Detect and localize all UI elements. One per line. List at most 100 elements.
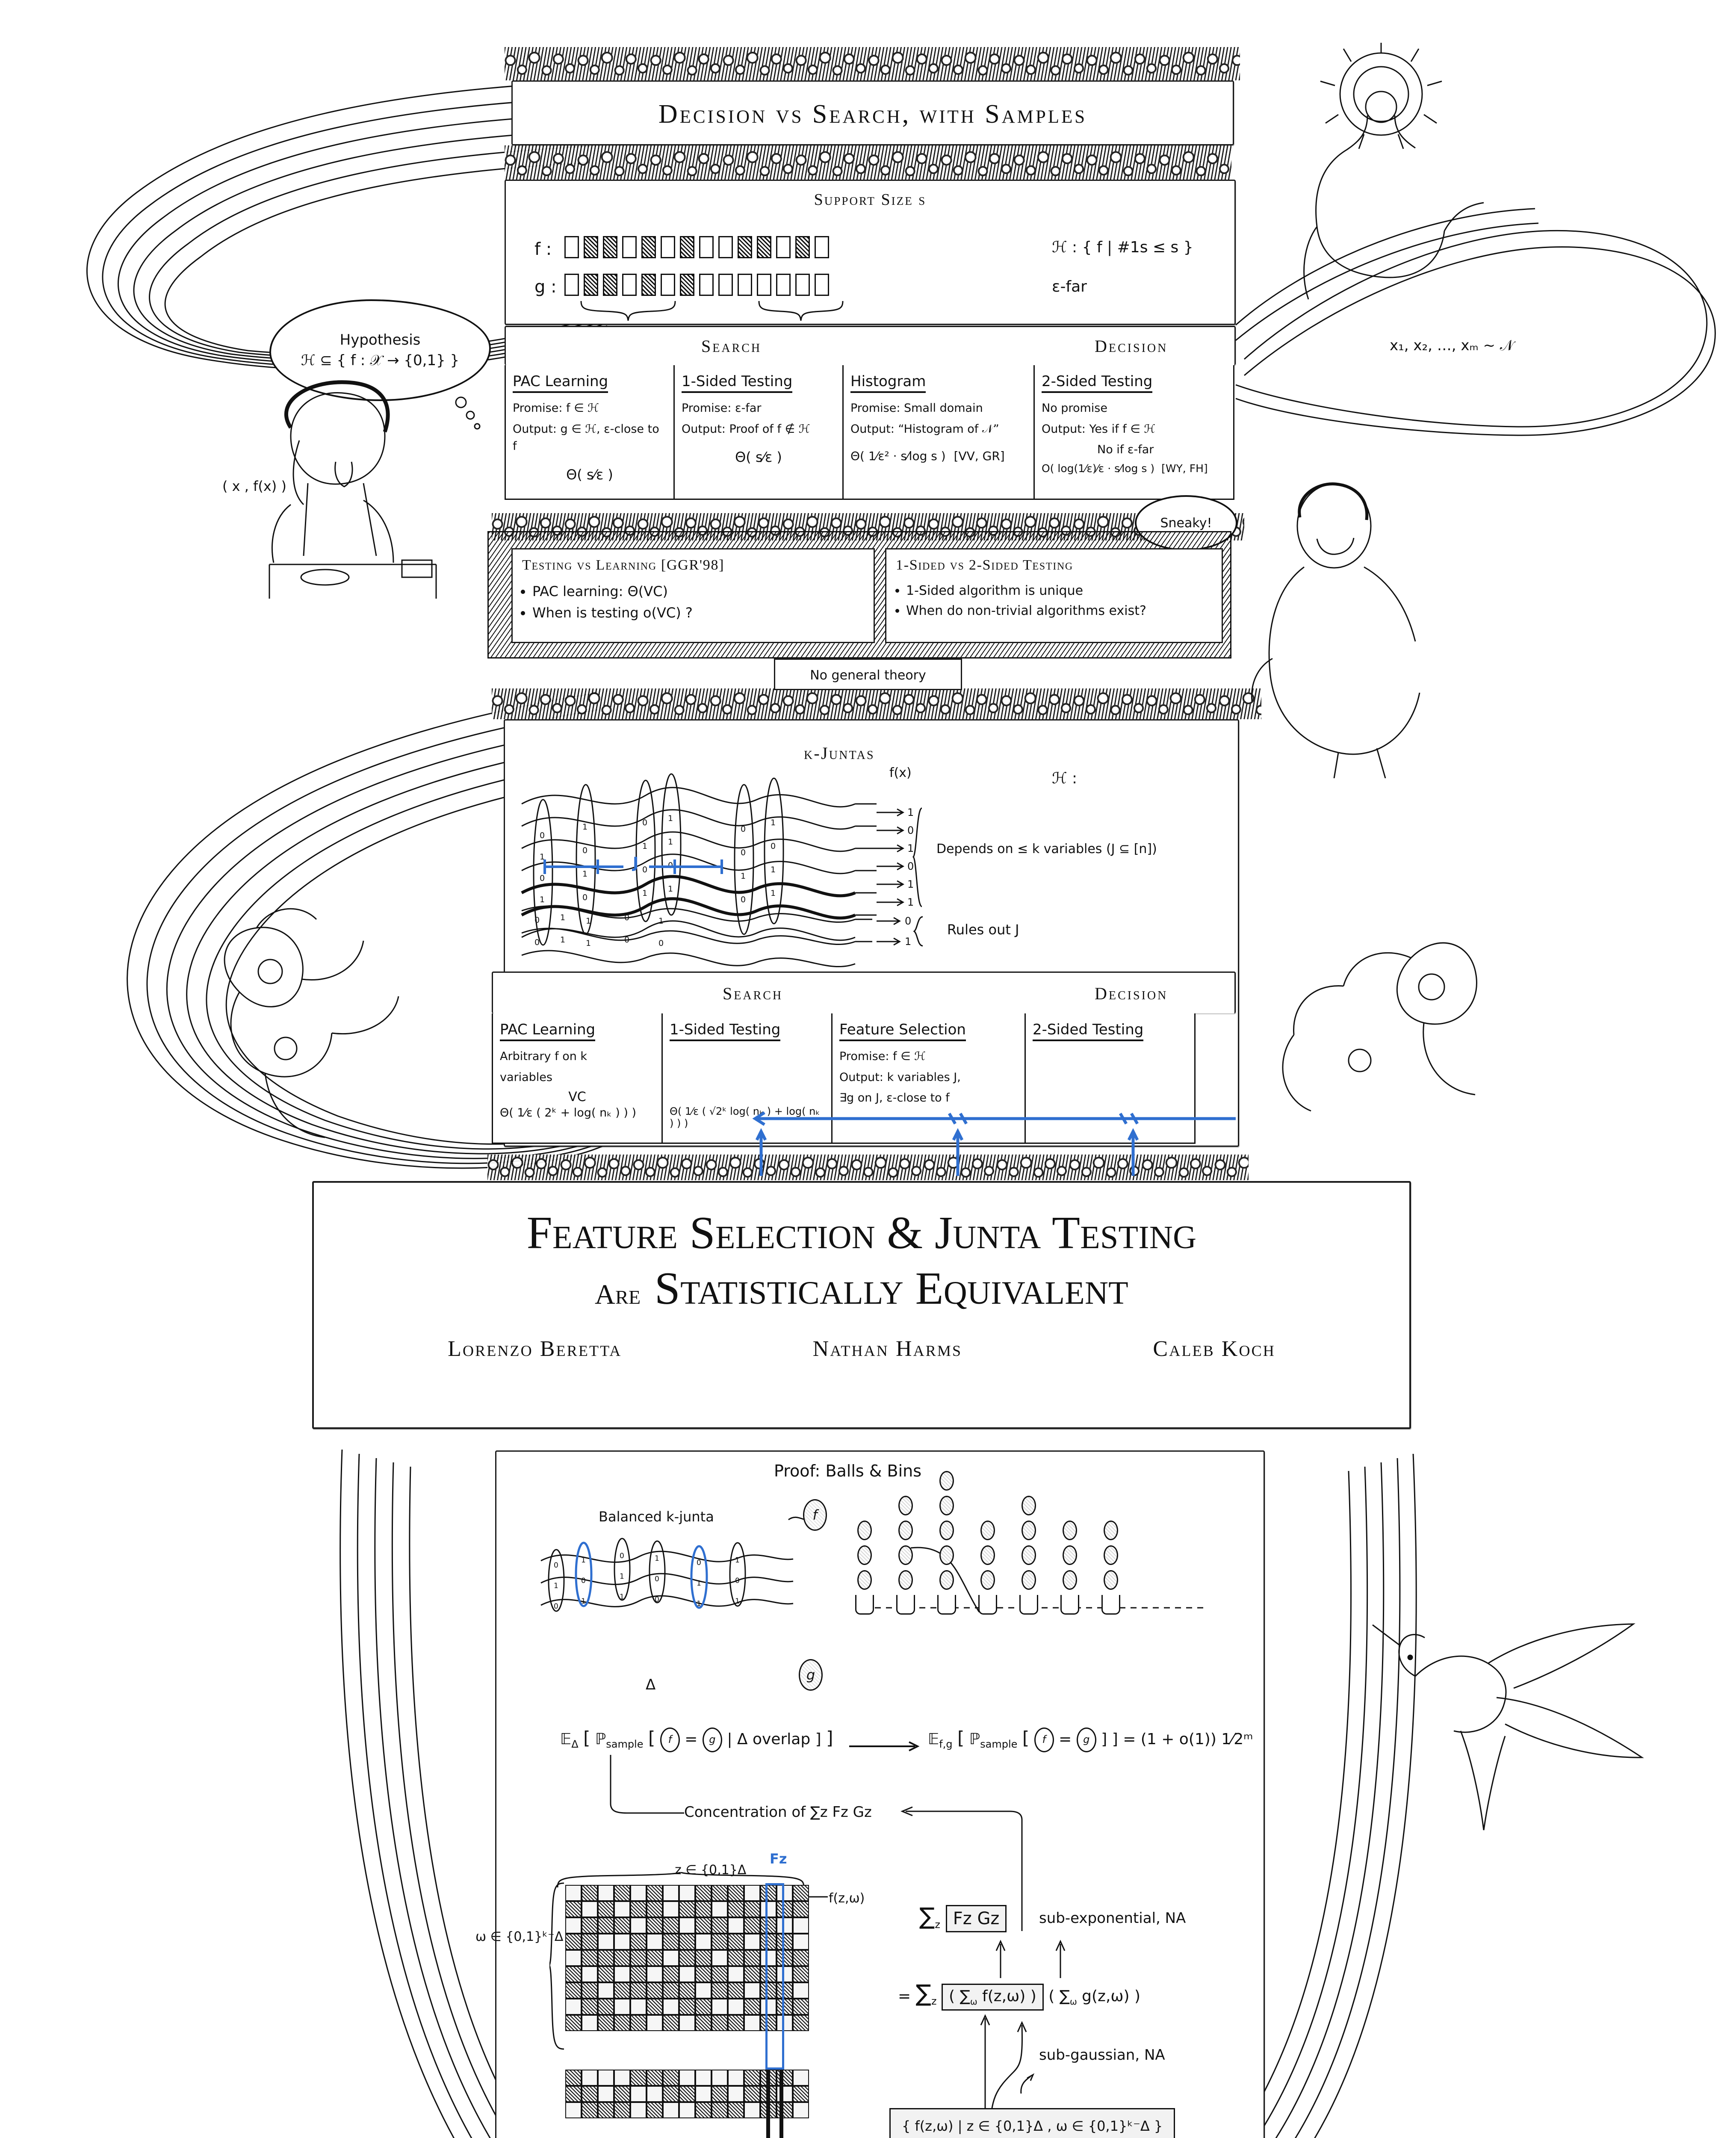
question-card-testing-vs-learning[interactable]: Testing vs Learning [GGR'98] PAC learnin… <box>511 548 875 643</box>
heat-cell-bottom <box>614 2102 630 2118</box>
ball <box>939 1521 954 1540</box>
heat-cell <box>614 1901 630 1917</box>
grid-Fz-label: Fᴢ <box>770 1851 787 1867</box>
heat-cell <box>760 1999 776 2015</box>
foliage-band-under-juntas <box>487 1155 1249 1180</box>
heat-cell <box>663 1885 679 1901</box>
ball <box>939 1570 954 1590</box>
heat-cell <box>793 1982 809 1999</box>
heat-cell <box>776 1950 793 1966</box>
heat-cell <box>776 2015 793 2031</box>
heat-cell <box>793 2015 809 2031</box>
table2-group-header-bar <box>492 972 1236 1013</box>
bit-cell <box>622 274 637 296</box>
table2-col-line: variables <box>500 1070 552 1084</box>
ball <box>1022 1545 1036 1565</box>
table2-col-line: Output: k variables J, <box>839 1070 961 1084</box>
scientist-figure-left <box>269 380 437 599</box>
heat-cell <box>582 1999 598 2015</box>
table1-col-line: Output: g ∈ ℋ, ε-close to f <box>513 422 659 453</box>
bit-cell <box>661 274 675 296</box>
heat-cell-bottom <box>744 2086 760 2102</box>
bit-cell <box>584 236 598 258</box>
expectation-symbol: 𝔼 <box>560 1730 572 1748</box>
heat-cell <box>744 2015 760 2031</box>
heat-cell <box>695 2015 712 2031</box>
bit-cell <box>564 236 579 258</box>
heat-cell-bottom <box>663 2086 679 2102</box>
table1-col-line: Output: “Histogram of 𝒩” <box>850 422 999 436</box>
heat-cell <box>630 1917 647 1934</box>
heat-cell <box>565 1934 582 1950</box>
heat-cell <box>582 1917 598 1934</box>
bin <box>978 1595 997 1615</box>
probability-subscript: sample <box>606 1738 644 1751</box>
sneaky-label: Sneaky! <box>1160 515 1212 531</box>
no-general-theory-plate: No general theory <box>774 659 962 690</box>
ball <box>939 1545 954 1565</box>
table1-col-pac-learning[interactable]: PAC Learning Promise: f ∈ ℋ Output: g ∈ … <box>505 365 675 500</box>
bit-cell <box>699 236 714 258</box>
heat-cell <box>630 1901 647 1917</box>
table2-col-feature-selection[interactable]: Feature Selection Promise: f ∈ ℋ Output:… <box>831 1013 1026 1144</box>
heat-cell <box>630 1950 647 1966</box>
flower-cluster-right <box>1282 942 1477 1112</box>
heat-cell <box>647 1901 663 1917</box>
heat-cell <box>793 1950 809 1966</box>
heat-cell <box>760 1982 776 1999</box>
heat-cell <box>598 1966 614 1982</box>
heat-cell <box>776 1917 793 1934</box>
hummingbird-figure <box>1372 1623 1644 1831</box>
heat-cell-bottom <box>776 2086 793 2102</box>
heat-cell-bottom <box>614 2086 630 2102</box>
heat-cell <box>614 1885 630 1901</box>
heat-cell <box>663 1950 679 1966</box>
main-title-line1: Feature Selection & Junta Testing <box>526 1208 1197 1258</box>
heat-cell <box>598 1999 614 2015</box>
bin <box>896 1595 915 1615</box>
heat-cell <box>728 1982 744 1999</box>
table2-col-title: 2-Sided Testing <box>1033 1021 1144 1041</box>
bit-cell <box>641 274 656 296</box>
table1-group-header-bar <box>505 326 1236 365</box>
author-name: Lorenzo Beretta <box>448 1336 622 1361</box>
heat-cell <box>760 1885 776 1901</box>
ball <box>1063 1570 1077 1590</box>
heat-cell <box>712 1885 728 1901</box>
bin <box>1101 1595 1120 1615</box>
table1-col-line: Output: Proof of f ∉ ℋ <box>682 422 810 436</box>
question-card-1-vs-2-sided[interactable]: 1-Sided vs 2-Sided Testing 1-Sided algor… <box>885 548 1223 643</box>
sample-pair-label: ( x , f(x) ) <box>222 478 286 494</box>
no-general-theory-label: No general theory <box>810 668 926 683</box>
bit-cell <box>661 236 675 258</box>
heat-cell <box>663 1901 679 1917</box>
author-name: Nathan Harms <box>812 1336 962 1361</box>
table1-col-histogram[interactable]: Histogram Promise: Small domain Output: … <box>842 365 1035 500</box>
table2-col-pac-learning[interactable]: PAC Learning Arbitrary f on k variables … <box>492 1013 663 1144</box>
table1-col-line: Output: Yes if f ∈ ℋ <box>1042 422 1156 436</box>
table1-col-formula: Θ( s⁄ε ) <box>735 449 782 465</box>
g-inline-glyph: g <box>702 1728 722 1752</box>
ball <box>1022 1570 1036 1590</box>
heat-cell <box>663 1999 679 2015</box>
heat-cell <box>679 1982 695 1999</box>
probability-equation-left: 𝔼Δ [ ℙsample [ f = g | Δ overlap ] ] <box>560 1728 833 1752</box>
table1-col-1-sided-testing[interactable]: 1-Sided Testing Promise: ε-far Output: P… <box>673 365 844 500</box>
table1-col-2-sided-testing[interactable]: 2-Sided Testing No promise Output: Yes i… <box>1033 365 1234 500</box>
heat-cell <box>776 1982 793 1999</box>
heat-cell-bottom <box>679 2086 695 2102</box>
sum-f-box: ( ∑ω f(z,ω) ) <box>942 1984 1044 2011</box>
bin <box>1019 1595 1038 1615</box>
heat-cell <box>679 1885 695 1901</box>
bit-cell <box>738 236 752 258</box>
heat-cell <box>663 1934 679 1950</box>
table2-col-1-sided-testing[interactable]: 1-Sided Testing Θ( 1⁄ε ( √2ᵏ log( nₖ ) +… <box>661 1013 833 1144</box>
expectation-subscript: Δ <box>571 1738 579 1751</box>
table2-col-2-sided-testing[interactable]: 2-Sided Testing <box>1024 1013 1196 1144</box>
table2-col-formula: Θ( 1⁄ε ( √2ᵏ log( nₖ ) + log( nₖ ) ) ) <box>670 1105 820 1129</box>
heat-cell <box>712 1966 728 1982</box>
heat-cell-bottom <box>630 2086 647 2102</box>
heat-cell-bottom <box>598 2070 614 2086</box>
heat-cell-bottom <box>663 2070 679 2086</box>
heat-cell-bottom <box>679 2070 695 2086</box>
